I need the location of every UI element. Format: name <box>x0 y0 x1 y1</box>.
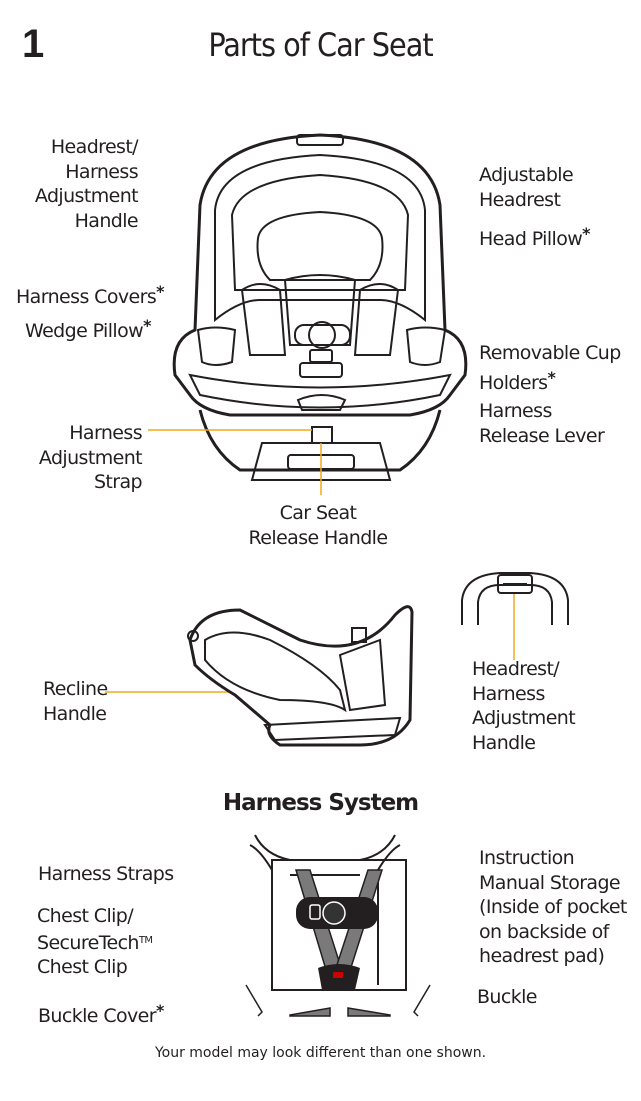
asterisk-mark: * <box>156 1001 164 1020</box>
label-wedge-pillow-text: Wedge Pillow <box>25 320 143 342</box>
label-wedge-pillow: Wedge Pillow* <box>25 314 151 344</box>
label-headrest-harness-handle: Headrest/ Harness Adjustment Handle <box>20 135 138 233</box>
label-harness-covers-text: Harness Covers <box>16 286 156 308</box>
asterisk-mark: * <box>156 282 164 301</box>
label-buckle-cover: Buckle Cover* <box>38 999 164 1029</box>
buckle <box>318 964 360 990</box>
car-seat-side-illustration <box>188 607 412 745</box>
label-chest-clip: Chest Clip/SecureTechTM Chest Clip <box>37 904 152 980</box>
label-head-pillow: Head Pillow* <box>479 222 590 252</box>
label-cup-holders-line2: Holders <box>479 372 547 394</box>
label-adjustable-headrest: Adjustable Headrest <box>479 163 573 212</box>
asterisk-mark: * <box>582 224 590 243</box>
label-recline-handle: Recline Handle <box>43 677 108 726</box>
chest-clip <box>296 897 378 929</box>
label-harness-straps: Harness Straps <box>38 862 174 887</box>
asterisk-mark: * <box>547 368 555 387</box>
label-head-pillow-text: Head Pillow <box>479 228 582 250</box>
car-seat-front-illustration <box>174 135 466 480</box>
label-instruction-manual-storage: Instruction Manual Storage (Inside of po… <box>479 846 627 969</box>
label-car-seat-release-handle: Car Seat Release Handle <box>230 501 406 550</box>
trademark-mark: TM <box>139 935 153 946</box>
headrest-handle-illustration <box>462 573 568 625</box>
label-harness-covers: Harness Covers* <box>16 280 164 310</box>
label-harness-release-lever: Harness Release Lever <box>479 399 604 448</box>
label-harness-adjustment-strap: Harness Adjustment Strap <box>20 421 142 495</box>
footer-note: Your model may look different than one s… <box>0 1045 641 1061</box>
harness-system-title: Harness System <box>0 790 641 816</box>
label-chest-clip-line1: Chest Clip/ <box>37 905 133 927</box>
label-buckle-cover-text: Buckle Cover <box>38 1005 156 1027</box>
label-headrest-harness-handle-side: Headrest/ Harness Adjustment Handle <box>472 657 575 755</box>
label-cup-holders-line1: Removable Cup <box>479 342 621 364</box>
asterisk-mark: * <box>143 316 151 335</box>
label-buckle: Buckle <box>477 985 537 1010</box>
label-chest-clip-line2: SecureTech <box>37 932 139 954</box>
buckle-cover <box>290 1008 390 1016</box>
label-chest-clip-line3: Chest Clip <box>37 956 127 978</box>
